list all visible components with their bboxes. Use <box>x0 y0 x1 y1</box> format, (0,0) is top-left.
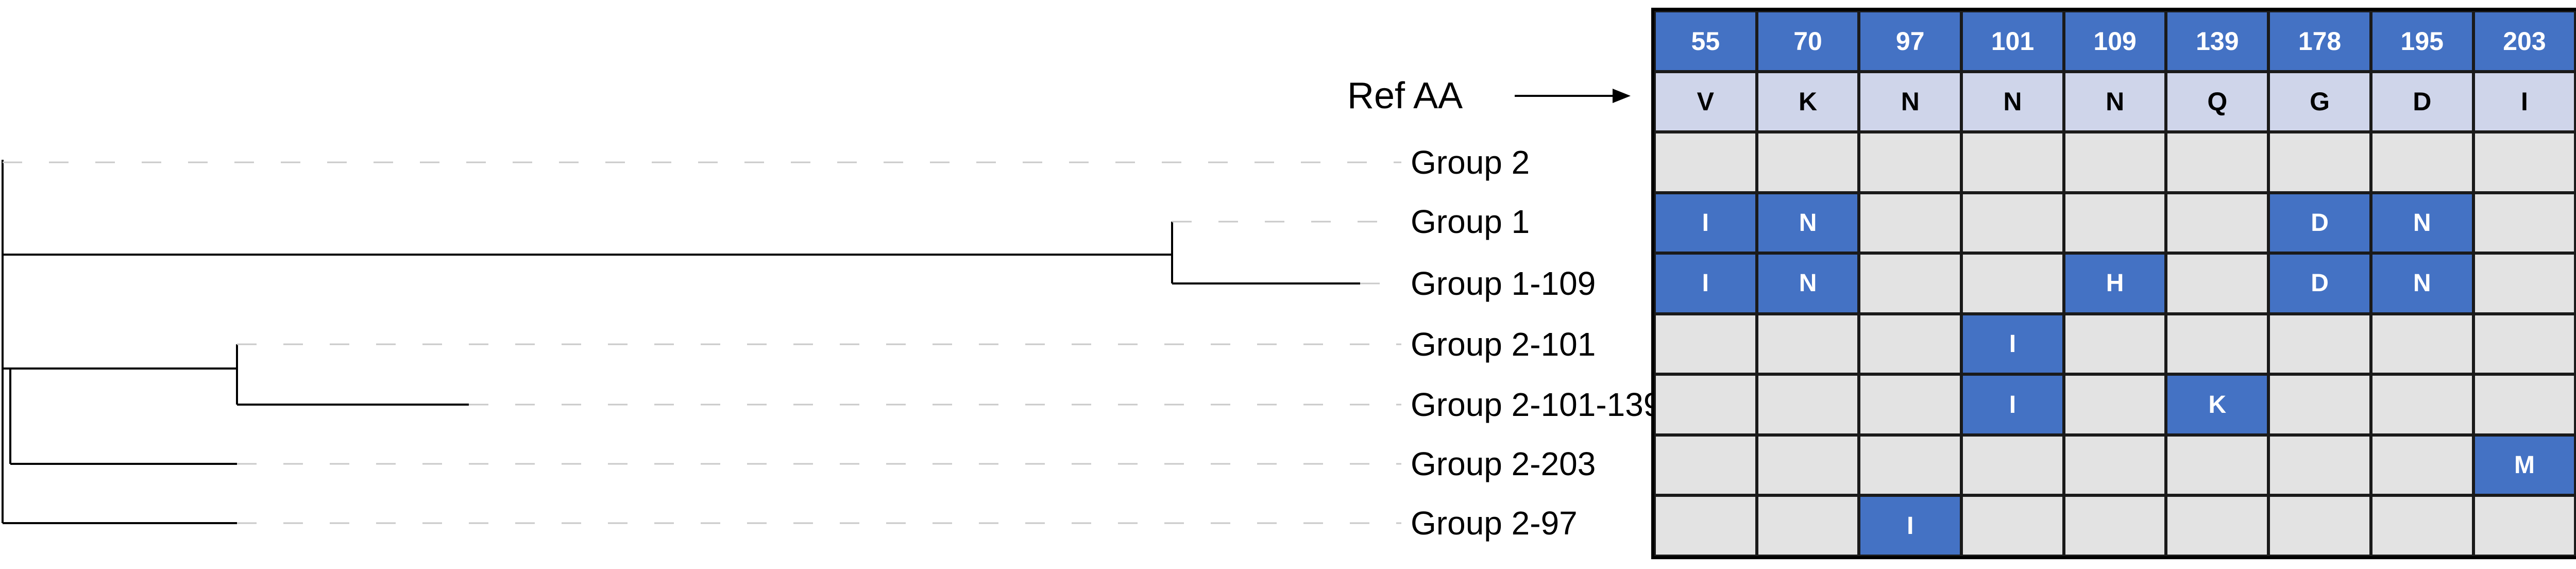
position-header-cell: 55 <box>1654 11 1757 72</box>
empty-cell <box>2268 434 2371 496</box>
substitution-cell: D <box>2268 192 2371 254</box>
reference-aa-cell: N <box>2063 71 2166 132</box>
empty-cell <box>2370 495 2473 556</box>
empty-cell <box>2473 253 2576 314</box>
substitution-cell: I <box>1859 495 1962 556</box>
leaf-label: Group 1 <box>1411 203 1530 240</box>
empty-cell <box>2473 192 2576 254</box>
empty-cell <box>1756 495 1859 556</box>
empty-cell <box>2370 313 2473 375</box>
empty-cell <box>2166 434 2269 496</box>
empty-cell <box>1756 434 1859 496</box>
leaf-label: Group 2-101-139 <box>1411 386 1662 423</box>
position-header-cell: 70 <box>1756 11 1859 72</box>
empty-cell <box>1859 192 1962 254</box>
ref-aa-label: Ref AA <box>1347 75 1463 116</box>
tree-dashed-guides <box>3 161 1401 524</box>
substitution-cell: H <box>2063 253 2166 314</box>
substitution-cell: K <box>2166 374 2269 435</box>
empty-cell <box>1756 132 1859 193</box>
empty-cell <box>2166 313 2269 375</box>
empty-cell <box>2063 434 2166 496</box>
empty-cell <box>2268 132 2371 193</box>
empty-cell <box>1859 374 1962 435</box>
empty-cell <box>2268 495 2371 556</box>
empty-cell <box>1961 495 2064 556</box>
leaf-label: Group 2 <box>1411 144 1530 181</box>
empty-cell <box>2166 192 2269 254</box>
substitution-table: 557097101109139178195203303VKNNNQGDIGIND… <box>1651 8 2576 559</box>
leaf-label: Group 2-101 <box>1411 326 1596 363</box>
empty-cell <box>2063 192 2166 254</box>
empty-cell <box>1654 434 1757 496</box>
leaf-label: Group 2-97 <box>1411 505 1578 542</box>
empty-cell <box>1961 253 2064 314</box>
empty-cell <box>1961 434 2064 496</box>
empty-cell <box>2063 313 2166 375</box>
substitution-cell: N <box>1756 192 1859 254</box>
empty-cell <box>1654 374 1757 435</box>
leaf-label: Group 1-109 <box>1411 265 1596 302</box>
empty-cell <box>1961 192 2064 254</box>
empty-cell <box>1654 132 1757 193</box>
empty-cell <box>1756 313 1859 375</box>
position-header-cell: 101 <box>1961 11 2064 72</box>
empty-cell <box>2370 434 2473 496</box>
position-header-cell: 178 <box>2268 11 2371 72</box>
empty-cell <box>1859 434 1962 496</box>
ref-arrow <box>1515 89 1631 103</box>
substitution-cell: I <box>1961 313 2064 375</box>
empty-cell <box>2166 253 2269 314</box>
empty-cell <box>1756 374 1859 435</box>
substitution-cell: M <box>2473 434 2576 496</box>
empty-cell <box>2370 374 2473 435</box>
empty-cell <box>1654 313 1757 375</box>
empty-cell <box>2166 132 2269 193</box>
position-header-cell: 203 <box>2473 11 2576 72</box>
position-header-cell: 109 <box>2063 11 2166 72</box>
empty-cell <box>1859 313 1962 375</box>
substitution-cell: D <box>2268 253 2371 314</box>
substitution-cell: N <box>1756 253 1859 314</box>
reference-aa-cell: V <box>1654 71 1757 132</box>
position-header-cell: 97 <box>1859 11 1962 72</box>
leaf-label: Group 2-203 <box>1411 445 1596 482</box>
empty-cell <box>1654 495 1757 556</box>
empty-cell <box>2473 132 2576 193</box>
phylogenetic-tree <box>2 89 1631 524</box>
reference-aa-cell: G <box>2268 71 2371 132</box>
tree-branches <box>2 160 1360 524</box>
substitution-cell: I <box>1654 253 1757 314</box>
empty-cell <box>2473 495 2576 556</box>
empty-cell <box>1961 132 2064 193</box>
reference-aa-cell: N <box>1859 71 1962 132</box>
reference-aa-cell: Q <box>2166 71 2269 132</box>
empty-cell <box>2268 374 2371 435</box>
empty-cell <box>2063 132 2166 193</box>
substitution-cell: I <box>1654 192 1757 254</box>
position-header-cell: 139 <box>2166 11 2269 72</box>
substitution-cell: N <box>2370 253 2473 314</box>
empty-cell <box>2166 495 2269 556</box>
empty-cell <box>2473 313 2576 375</box>
empty-cell <box>2473 374 2576 435</box>
reference-aa-cell: K <box>1756 71 1859 132</box>
empty-cell <box>1859 132 1962 193</box>
reference-aa-cell: D <box>2370 71 2473 132</box>
empty-cell <box>2063 495 2166 556</box>
position-header-cell: 195 <box>2370 11 2473 72</box>
substitution-cell: I <box>1961 374 2064 435</box>
substitution-cell: N <box>2370 192 2473 254</box>
empty-cell <box>1859 253 1962 314</box>
empty-cell <box>2268 313 2371 375</box>
empty-cell <box>2063 374 2166 435</box>
empty-cell <box>2370 132 2473 193</box>
reference-aa-cell: I <box>2473 71 2576 132</box>
reference-aa-cell: N <box>1961 71 2064 132</box>
